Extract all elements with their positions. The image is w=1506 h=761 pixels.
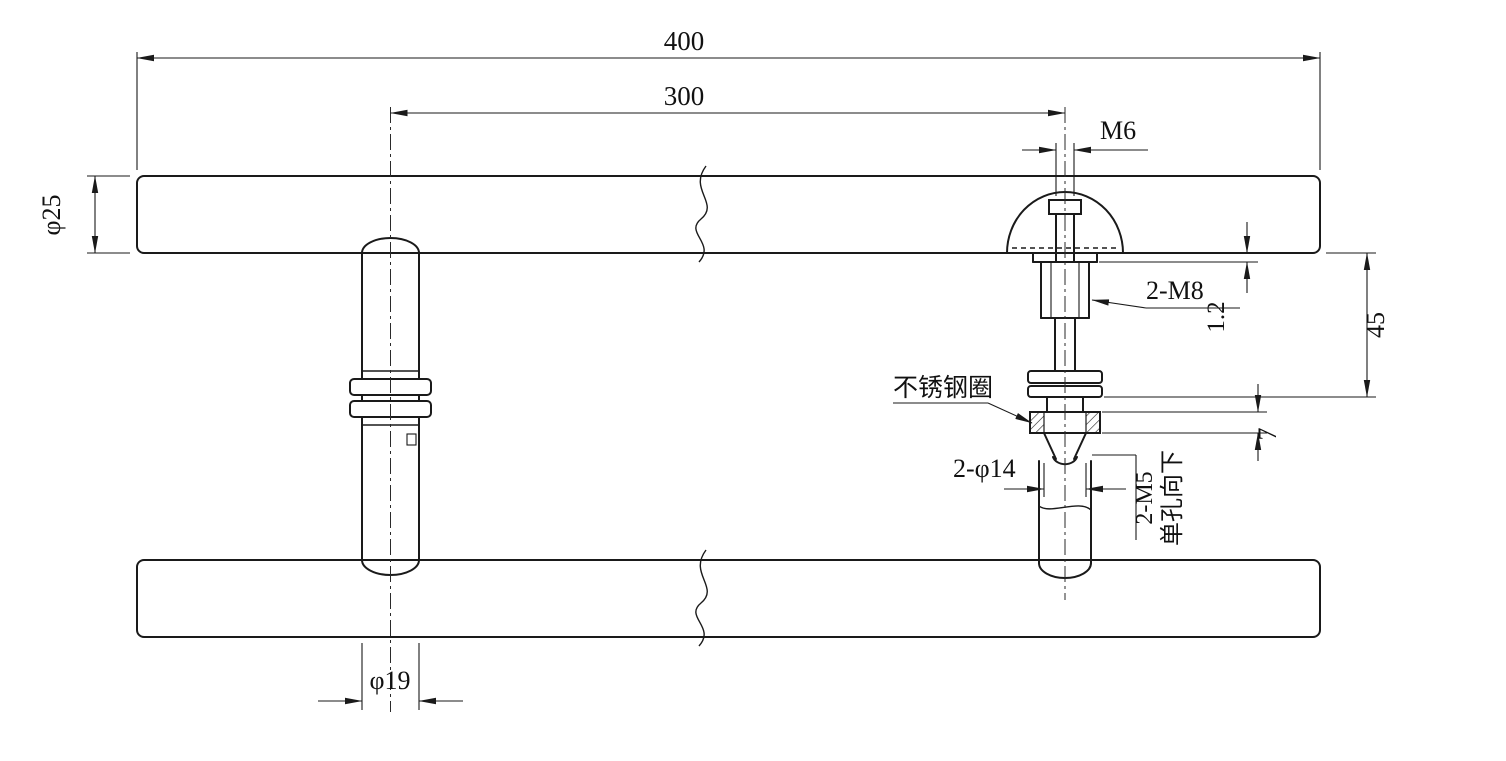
left-post-notch: [406, 433, 417, 446]
dim-m6-thread: M6: [1022, 116, 1148, 196]
dim-fitting-height-text: 45: [1361, 312, 1390, 338]
dim-washer-thickness: 1.2: [1099, 222, 1258, 333]
label-stainless-ring: 不锈钢圈: [893, 374, 1033, 424]
dim-glass-hole: 2-φ14: [953, 454, 1126, 497]
label-m8-thread: 2-M8: [1091, 276, 1240, 309]
dim-glass-hole-text: 2-φ14: [953, 454, 1016, 483]
dim-ring-height: 7: [1102, 384, 1282, 461]
dim-overall-length-text: 400: [664, 26, 705, 56]
dim-m6-thread-text: M6: [1100, 116, 1136, 145]
centerlines: [390, 107, 1066, 712]
dim-tube-diameter: φ25: [37, 175, 130, 254]
dim-overall-length: 400: [136, 26, 1321, 170]
label-m5-note-text: 单孔向下: [1159, 450, 1186, 546]
label-m8-thread-text: 2-M8: [1146, 276, 1204, 305]
dim-tube-diameter-text: φ25: [37, 194, 66, 235]
right-fixing-section: [1006, 191, 1124, 579]
label-m5-thread-text: 2-M5: [1132, 471, 1158, 524]
bottom-tube-break-line: [695, 549, 708, 647]
dim-ring-height-text: 7: [1253, 428, 1282, 441]
label-stainless-ring-text: 不锈钢圈: [893, 374, 993, 402]
stainless-ring-right-section: [1085, 411, 1101, 434]
top-tube: [136, 165, 1321, 263]
label-m5-thread-note: 2-M5 单孔向下: [1092, 450, 1186, 546]
fixing-cone: [1043, 432, 1087, 460]
top-tube-break-line: [695, 165, 708, 263]
dim-washer-thickness-text: 1.2: [1203, 301, 1230, 332]
left-post-top-cap: [361, 237, 420, 254]
dim-fitting-height: 45: [1104, 252, 1390, 398]
bottom-tube: [136, 549, 1321, 647]
dim-post-diameter-text: φ19: [369, 666, 410, 695]
dim-post-diameter: φ19: [318, 643, 463, 710]
dim-center-distance: 300: [390, 81, 1066, 117]
dim-center-distance-text: 300: [664, 81, 705, 111]
